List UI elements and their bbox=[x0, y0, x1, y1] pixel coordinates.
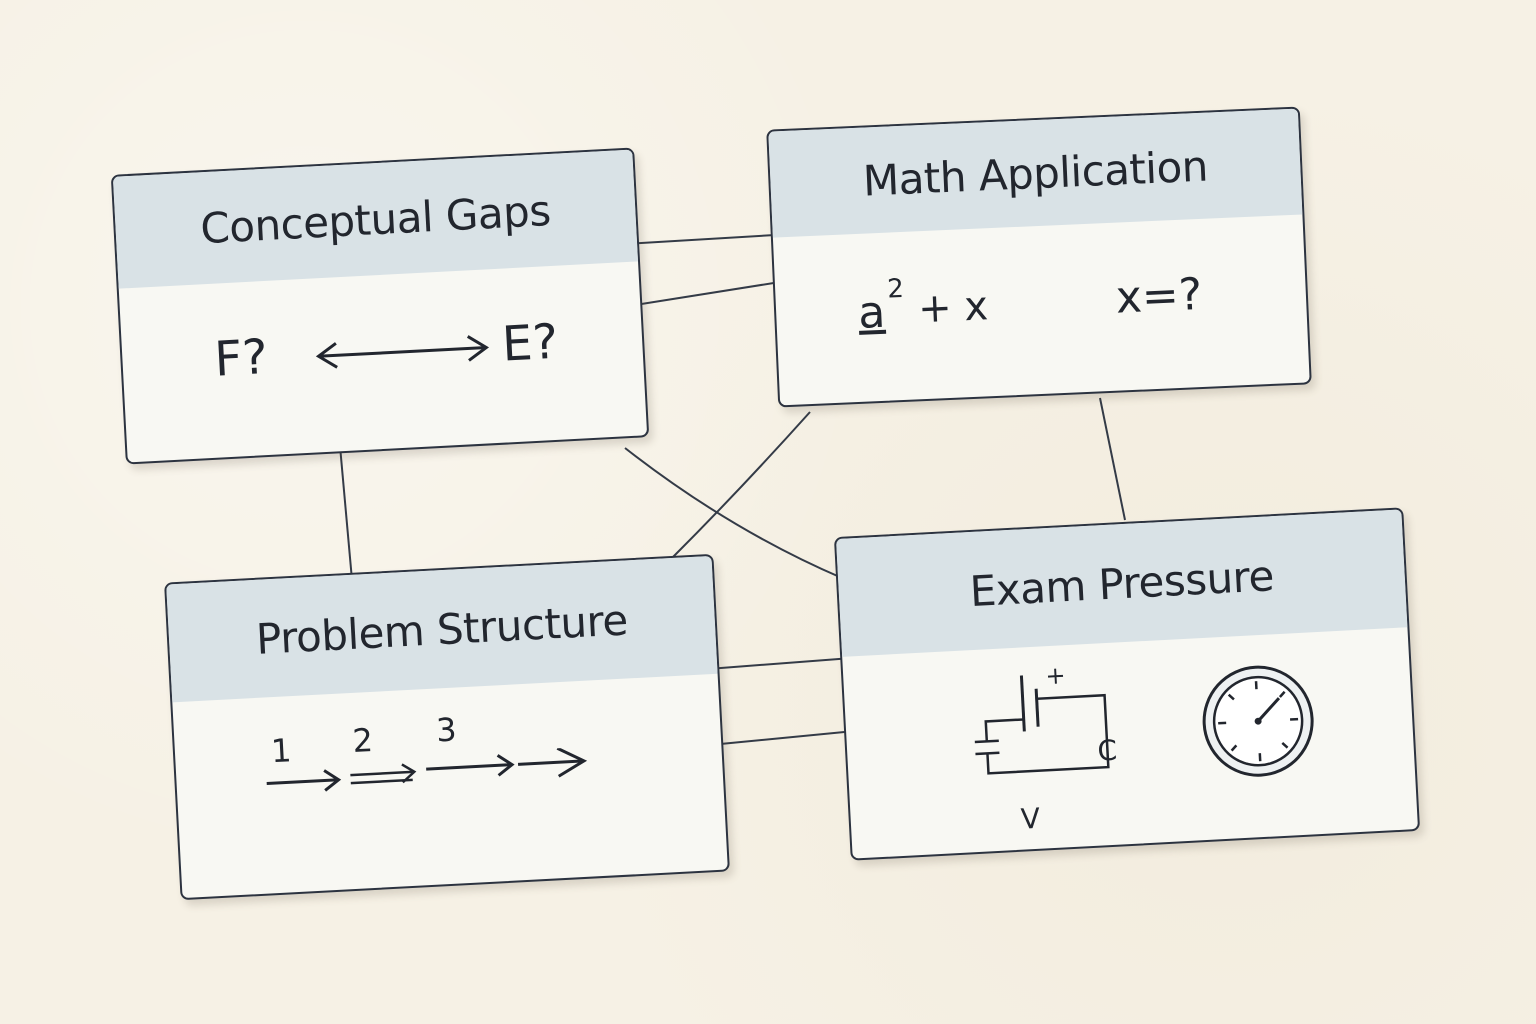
connector-structure-exam-upper bbox=[694, 657, 853, 671]
expression-power: 2 bbox=[886, 273, 905, 305]
expression-base: a bbox=[857, 286, 887, 339]
card-conceptual-gaps[interactable]: Conceptual Gaps F? E? bbox=[110, 147, 650, 465]
step-2-label: 2 bbox=[351, 720, 374, 760]
energy-symbol: E? bbox=[500, 313, 560, 373]
capacitor-label: C bbox=[1096, 733, 1118, 768]
step-arrows-icon bbox=[266, 746, 588, 792]
card-title: Conceptual Gaps bbox=[199, 185, 552, 253]
card-body: a 2 + x x=? bbox=[773, 214, 1310, 405]
connector-structure-exam-lower bbox=[709, 729, 866, 746]
card-exam-pressure[interactable]: Exam Pressure + C V bbox=[833, 507, 1421, 861]
card-title: Math Application bbox=[861, 141, 1209, 206]
stopwatch-icon bbox=[1202, 665, 1314, 777]
connector-gaps-exam bbox=[624, 447, 843, 579]
card-problem-structure[interactable]: Problem Structure 1 2 3 bbox=[164, 553, 730, 901]
circuit-icon bbox=[974, 675, 1110, 775]
card-title: Exam Pressure bbox=[968, 550, 1275, 616]
connector-math-structure bbox=[671, 411, 811, 559]
expression-rest: + x bbox=[917, 283, 990, 333]
card-math-application[interactable]: Math Application a 2 + x x=? bbox=[766, 106, 1312, 408]
card-body: F? E? bbox=[119, 261, 647, 462]
connector-gaps-structure bbox=[339, 445, 353, 581]
card-title: Problem Structure bbox=[254, 594, 629, 664]
connector-gaps-math-lower bbox=[634, 281, 781, 306]
connector-math-exam bbox=[1099, 397, 1126, 521]
step-3-label: 3 bbox=[435, 710, 458, 750]
card-body: + C V bbox=[842, 627, 1418, 858]
card-body: 1 2 3 bbox=[172, 674, 728, 898]
connector-gaps-math-upper bbox=[624, 234, 776, 245]
unknown-equation: x=? bbox=[1114, 268, 1204, 324]
double-arrow-icon bbox=[315, 335, 490, 369]
plus-label: + bbox=[1044, 661, 1067, 691]
force-symbol: F? bbox=[213, 328, 270, 388]
voltage-label: V bbox=[1020, 801, 1041, 836]
